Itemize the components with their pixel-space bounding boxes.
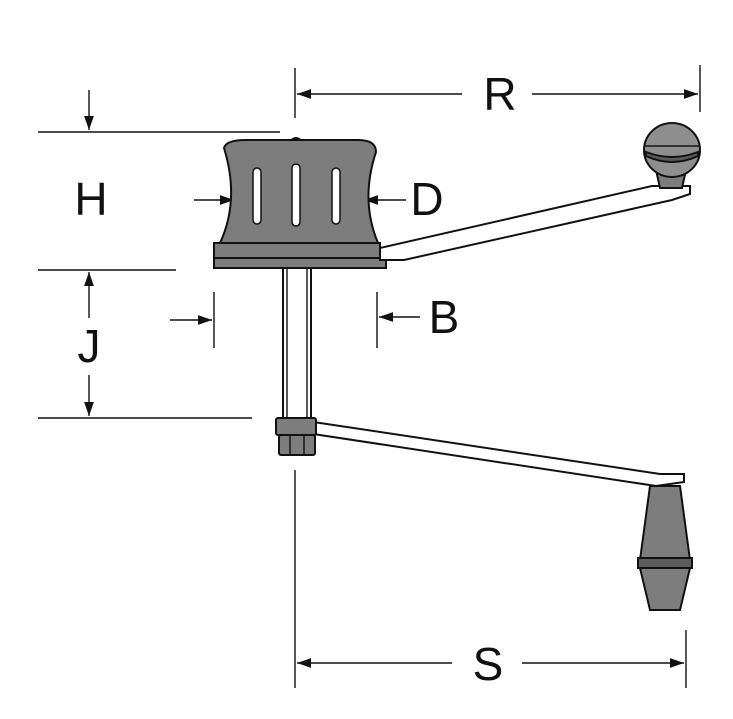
dimension-h: H — [38, 90, 280, 225]
upper-crank-arm — [379, 185, 691, 261]
upper-crank-handle — [379, 122, 701, 261]
label-h: H — [74, 173, 107, 225]
drum-slot — [331, 167, 341, 225]
grip-band — [637, 557, 693, 569]
grip-upper — [638, 485, 692, 561]
dimension-d: D — [194, 173, 444, 225]
label-r: R — [483, 68, 516, 120]
label-j: J — [78, 320, 101, 372]
knob-band — [645, 150, 699, 163]
shaft — [282, 267, 312, 419]
grip-lower — [638, 567, 692, 611]
label-b: B — [429, 291, 460, 343]
drum-slot — [291, 163, 301, 227]
drum-base-plate — [213, 257, 387, 269]
label-d: D — [410, 173, 443, 225]
dimension-s: S — [294, 470, 687, 690]
lower-crank-handle — [275, 417, 693, 611]
drum-flange — [213, 242, 381, 259]
dimension-r: R — [294, 65, 701, 120]
ball-knob — [643, 122, 701, 178]
hub-collar — [275, 417, 317, 436]
dimension-b: B — [170, 291, 459, 348]
lower-crank-arm — [299, 418, 685, 488]
label-s: S — [473, 638, 504, 690]
dimension-j: J — [38, 269, 252, 419]
hex-nut — [278, 434, 316, 456]
winch-drum — [213, 137, 387, 269]
drum-slot — [252, 167, 262, 225]
